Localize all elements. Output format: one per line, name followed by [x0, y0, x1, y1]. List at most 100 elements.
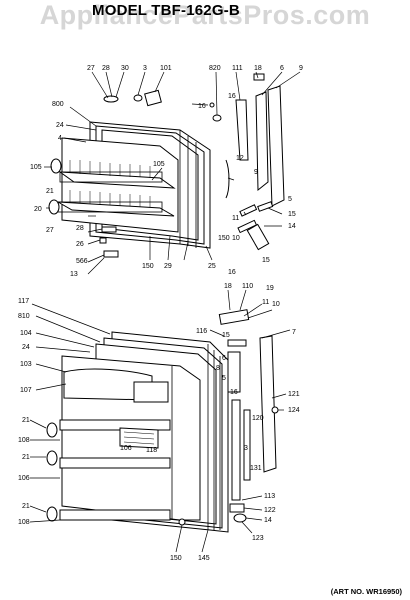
callout: 6: [280, 65, 284, 72]
callout: 14: [288, 223, 296, 230]
fresh-food-shelf-3: [59, 509, 171, 521]
callout: 106: [18, 475, 30, 482]
callout: 123: [252, 535, 264, 542]
callout: 116: [196, 328, 207, 335]
part-131: [243, 409, 251, 481]
part-116: [209, 102, 215, 108]
fresh-food-shelf-2: [59, 457, 171, 469]
art-number: (ART NO. WR16950): [330, 587, 402, 596]
callout: 118: [146, 447, 157, 454]
callout: 21: [22, 454, 30, 461]
fresh-food-callouts: 117 810 104 24 103 107 21 108 21 106 21 …: [18, 269, 300, 562]
part-124: [271, 406, 279, 414]
part-121-handle: [259, 335, 277, 473]
callout: 150: [142, 263, 154, 270]
callout: 145: [198, 555, 210, 562]
dairy-compartment: [133, 381, 169, 403]
callout: 14: [264, 517, 272, 524]
callout: 107: [20, 387, 32, 394]
callout: 28: [76, 225, 84, 232]
callout: 11: [262, 299, 269, 306]
callout: 5: [222, 375, 226, 382]
freezer-shelf-upper: [58, 171, 176, 189]
callout: 13: [70, 271, 78, 278]
callout: 21: [22, 503, 30, 510]
callout: 131: [250, 465, 262, 472]
callout: 103: [20, 361, 32, 368]
callout: 120: [252, 415, 264, 422]
part-21-lower: [46, 506, 58, 522]
part-6-fresh: [227, 351, 241, 393]
callout: 108: [18, 519, 30, 526]
callout: 108: [18, 437, 30, 444]
callout: 11: [232, 215, 239, 222]
callout: 124: [288, 407, 300, 414]
callout: 5: [288, 196, 292, 203]
callout: 111: [232, 65, 243, 72]
fresh-food-door-assembly: [59, 331, 229, 533]
callout: 27: [87, 65, 95, 72]
callout: 110: [242, 283, 253, 290]
callout: 24: [22, 344, 30, 351]
callout: 800: [52, 101, 64, 108]
callout: 566: [76, 258, 88, 265]
callout: 15: [222, 332, 230, 339]
callout: 104: [20, 330, 32, 337]
part-21-mid: [46, 450, 58, 466]
callout: 24: [56, 122, 64, 129]
callout: 9: [299, 65, 303, 72]
freezer-shelf-lower: [57, 201, 175, 217]
callout: 28: [102, 65, 110, 72]
callout: 25: [208, 263, 216, 270]
callout: 105: [30, 164, 42, 171]
callout: 121: [288, 391, 300, 398]
callout: 7: [292, 329, 296, 336]
callout: 16: [228, 93, 236, 100]
part-5: [239, 204, 258, 217]
part-26: [103, 250, 119, 258]
part-105-left: [50, 158, 62, 174]
callout: 106: [120, 445, 132, 452]
callout: 4: [58, 135, 62, 142]
part-101: [144, 89, 162, 107]
callout: 9: [254, 169, 258, 176]
part-110-hinge: [218, 309, 250, 325]
callout: 19: [266, 285, 274, 292]
part-110: [246, 223, 270, 251]
freezer-hinge-cover: [255, 91, 269, 192]
callout: 10: [232, 235, 240, 242]
callout: 113: [264, 493, 275, 500]
part-150-screw: [178, 518, 186, 526]
part-18: [253, 73, 265, 81]
callout: 12: [236, 155, 244, 162]
callout: 21: [22, 417, 30, 424]
freezer-callouts: 27 28 30 3 101 820 111 18 6 9 800 24 4 1…: [30, 65, 303, 278]
part-15: [237, 219, 258, 234]
callout: 3: [244, 445, 248, 452]
callout: 16: [228, 269, 236, 276]
part-3: [133, 94, 143, 102]
part-8: [257, 201, 274, 212]
callout: 122: [264, 507, 276, 514]
callout: 3: [143, 65, 147, 72]
callout: 820: [209, 65, 221, 72]
part-27-lower: [101, 226, 117, 233]
fresh-food-leader-lines: [29, 289, 291, 553]
callout: 29: [164, 263, 172, 270]
freezer-small-parts: [48, 73, 285, 258]
callout: 30: [121, 65, 129, 72]
callout: 105: [153, 161, 165, 168]
callout: 18: [254, 65, 262, 72]
freezer-shelf-upper-rail: [59, 171, 163, 183]
callout: 101: [160, 65, 172, 72]
callout: 8: [216, 365, 220, 372]
callout: 810: [18, 313, 30, 320]
part-820: [212, 114, 222, 122]
freezer-handle-trim: [235, 99, 249, 161]
part-21-upper: [46, 422, 58, 438]
callout: 15: [288, 211, 296, 218]
callout: 10: [272, 301, 280, 308]
callout: 18: [224, 283, 232, 290]
freezer-leader-lines: [44, 71, 301, 275]
